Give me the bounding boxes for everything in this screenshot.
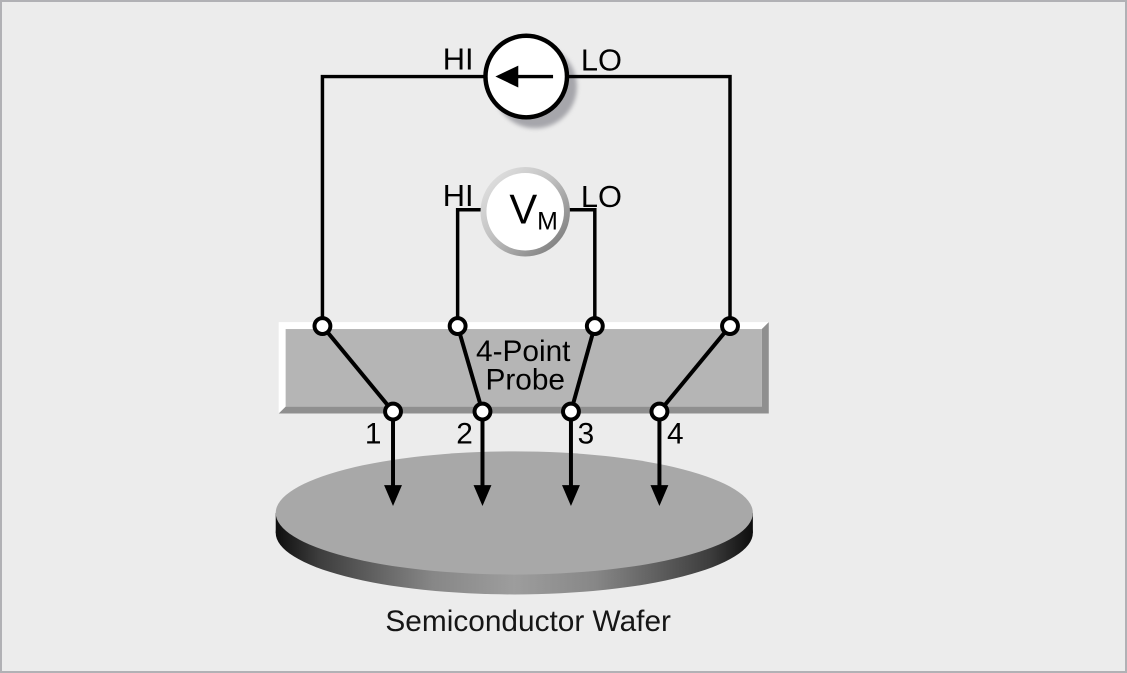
voltmeter-hi-label: HI (443, 178, 474, 213)
pin-number-1: 1 (365, 417, 382, 450)
probe-arrows (384, 419, 669, 506)
current-source-hi-label: HI (443, 42, 474, 77)
probe-head-label-line2: Probe (485, 364, 565, 397)
probe-arrow-2-head-icon (473, 485, 492, 506)
current-direction-arrow-icon (495, 65, 519, 88)
voltmeter-face (486, 172, 564, 251)
probe-arrow-3-head-icon (562, 485, 580, 506)
terminal-nodes (312, 316, 740, 422)
bottom-terminal-node-1 (383, 401, 403, 422)
voltmeter-symbol: V (509, 186, 537, 233)
pin-number-3: 3 (578, 417, 595, 450)
voltmeter-lo-label: LO (581, 179, 622, 214)
current-source: HI LO (443, 33, 622, 120)
bottom-terminal-node-4 (649, 401, 670, 422)
top-terminal-node-1 (312, 316, 333, 337)
wiring (320, 74, 732, 321)
current-source-lo-label: LO (581, 43, 622, 78)
pin-link-2 (455, 325, 485, 413)
voltmeter-symbol-subscript: M (537, 209, 558, 236)
top-terminal-node-3 (584, 316, 605, 337)
probe-arrow-1 (384, 419, 402, 506)
pin-number-4: 4 (667, 417, 684, 450)
pin-link-4 (657, 324, 732, 413)
pin-number-2: 2 (456, 417, 473, 450)
probe-arrow-4-head-icon (650, 485, 669, 506)
voltmeter: V M HI LO (443, 167, 622, 257)
wafer (275, 451, 753, 595)
bottom-terminal-node-3 (561, 401, 581, 422)
probe-arrow-4 (650, 419, 669, 506)
pin-link-3 (569, 325, 597, 413)
probe-arrow-1-head-icon (384, 485, 402, 506)
wire-source-lo (565, 74, 732, 321)
wire-voltmeter-hi (455, 208, 486, 321)
pin-numbers: 1 2 3 4 (365, 417, 684, 450)
pin-links (320, 324, 732, 413)
probe-head: 4-Point Probe (278, 322, 769, 414)
pin-link-1 (320, 324, 395, 413)
wire-source-hi (320, 74, 487, 321)
top-terminal-node-4 (720, 316, 740, 337)
probe-arrow-3 (562, 419, 580, 506)
wafer-caption: Semiconductor Wafer (385, 605, 671, 638)
wire-voltmeter-lo (564, 208, 597, 321)
wafer-top-surface (275, 451, 753, 575)
probe-arrow-2 (473, 419, 492, 506)
probe-head-body (285, 329, 762, 407)
probe-head-label-line1: 4-Point (476, 335, 571, 368)
bottom-terminal-node-2 (472, 401, 493, 422)
top-terminal-node-2 (447, 316, 468, 337)
